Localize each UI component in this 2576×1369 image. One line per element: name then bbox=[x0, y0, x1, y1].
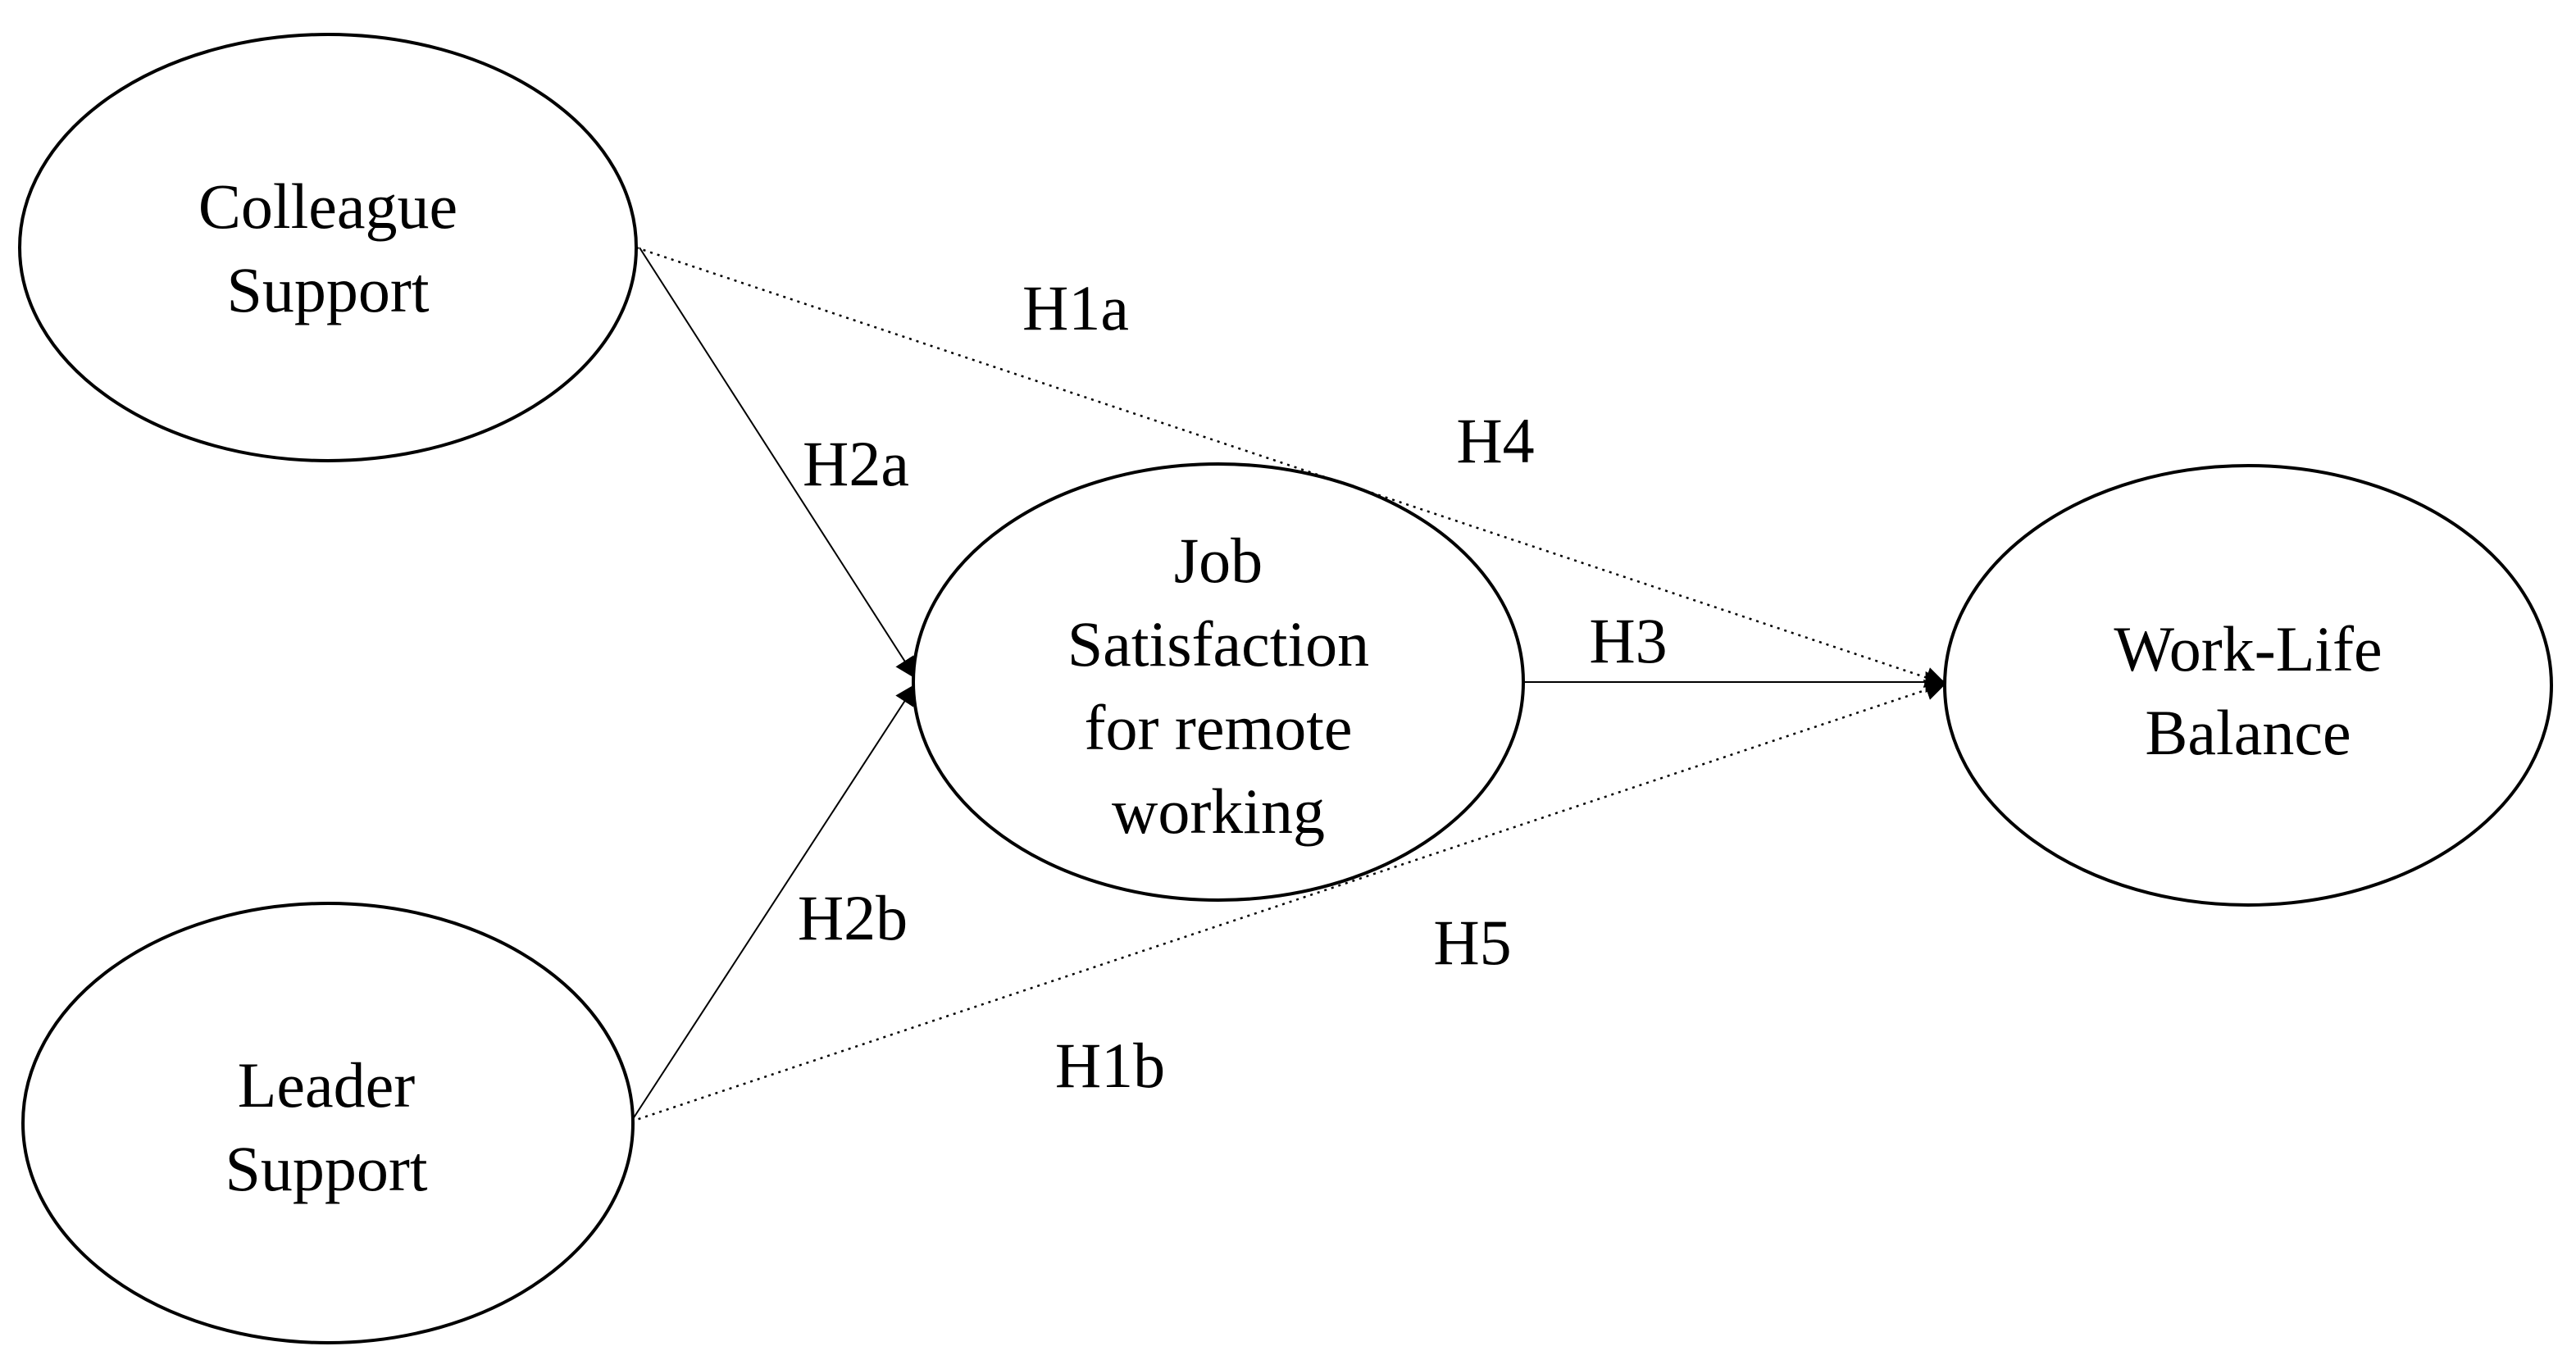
node-colleague-support: Colleague Support bbox=[18, 33, 638, 462]
node-work-life-balance-line2: Balance bbox=[2145, 697, 2351, 768]
edge-h2a-colleague-to-jobsat bbox=[639, 247, 917, 680]
label-h1a: H1a bbox=[1022, 272, 1129, 343]
edge-h2b-leader-to-jobsat bbox=[630, 683, 917, 1122]
node-colleague-support-line2: Support bbox=[226, 254, 429, 325]
node-work-life-balance: Work-Life Balance bbox=[1943, 464, 2553, 907]
node-job-satisfaction: Job Satisfaction for remote working bbox=[912, 462, 1525, 902]
node-leader-support-line2: Support bbox=[225, 1133, 427, 1204]
node-leader-support: Leader Support bbox=[21, 902, 635, 1344]
node-job-satisfaction-line2: Satisfaction bbox=[1067, 608, 1369, 680]
node-job-satisfaction-line1: Job bbox=[1174, 525, 1263, 596]
edge-h1b-leader-to-wlb bbox=[630, 680, 1947, 1123]
node-job-satisfaction-line3: for remote bbox=[1084, 692, 1352, 763]
node-colleague-support-line1: Colleague bbox=[198, 171, 457, 242]
node-job-satisfaction-line4: working bbox=[1112, 775, 1325, 847]
label-h5: H5 bbox=[1433, 907, 1511, 978]
node-work-life-balance-line1: Work-Life bbox=[2114, 613, 2382, 684]
label-h2b: H2b bbox=[798, 882, 908, 953]
label-h3: H3 bbox=[1589, 605, 1667, 676]
label-h1b: H1b bbox=[1055, 1030, 1165, 1101]
node-leader-support-line1: Leader bbox=[238, 1049, 416, 1121]
label-h4: H4 bbox=[1456, 405, 1534, 476]
label-h2a: H2a bbox=[803, 428, 909, 499]
edge-h1a-colleague-to-wlb bbox=[635, 246, 1947, 688]
